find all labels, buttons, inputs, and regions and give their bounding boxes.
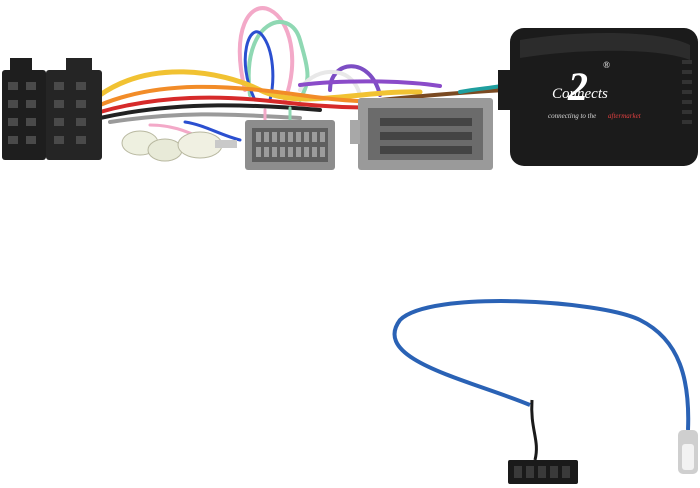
module-body [510,28,698,166]
grey-connector-small-pins [256,132,325,157]
spade-connector-2 [147,138,183,162]
antenna-adapter [392,299,698,484]
logo-registered: ® [603,60,610,70]
iso-connector-block [2,58,102,160]
short-lead [530,399,538,461]
spade-connectors [121,130,237,162]
iso-clip-left [10,58,32,72]
logo-wordmark: Connects [552,86,608,102]
iso-clip-right [66,58,92,72]
wire-lead-2 [183,120,242,142]
grey-connector-large [350,98,493,170]
plug-pins [514,466,570,478]
fakra-plug-tip [682,444,694,470]
connects2-logo: 2 ® Connects connecting to the aftermark… [548,60,642,120]
module-vent [682,60,692,124]
spade-blade [215,140,237,148]
logo-tagline-prefix: connecting to the [548,112,596,120]
antenna-cable [392,299,691,431]
wire-black [98,103,322,120]
wire-pink [237,6,295,102]
wire-purple [298,79,442,88]
interface-module: 2 ® Connects connecting to the aftermark… [498,28,698,166]
module-highlight [520,33,690,60]
wire-grey [108,112,302,124]
logo-tagline-accent: aftermarket [608,112,642,120]
grey-connector-small [245,120,335,170]
logo-numeral: 2 [567,64,588,109]
wire-blue [243,30,275,102]
iso-pin-grid [8,82,86,144]
